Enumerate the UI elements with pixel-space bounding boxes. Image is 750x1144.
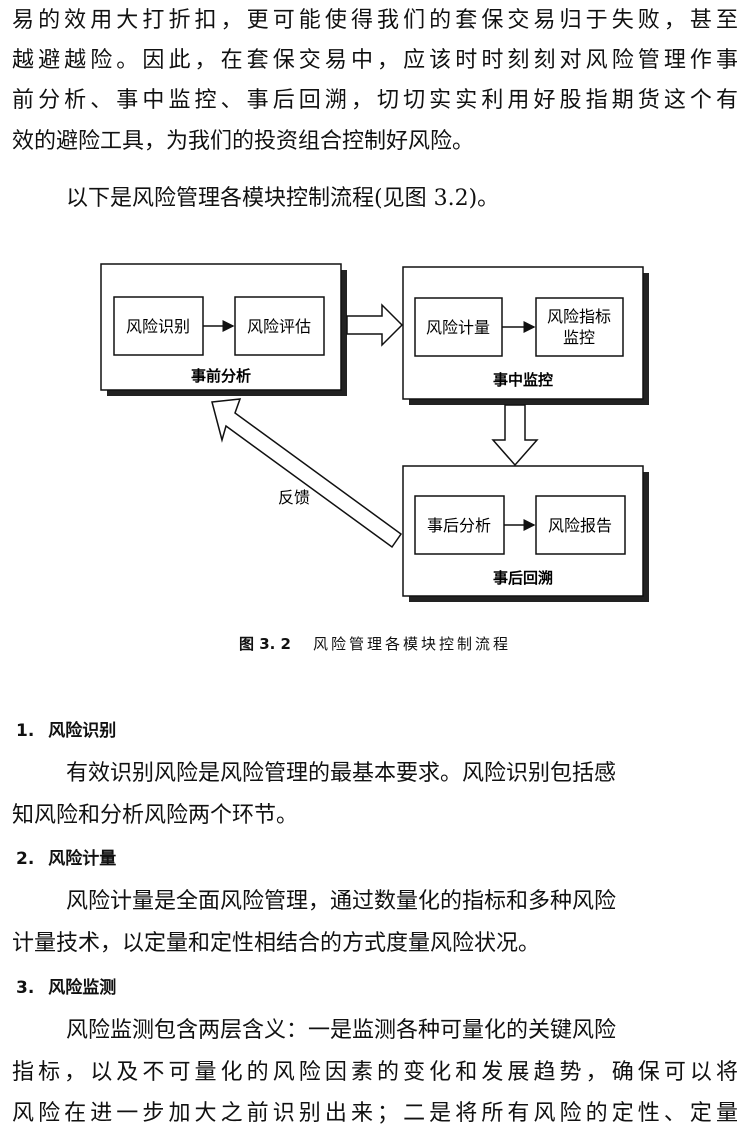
risk-assessment-box	[234, 296, 325, 356]
post-review-module: 事后分析 风险报告 事后回溯	[402, 465, 649, 602]
mid-monitor-title: 事中监控	[493, 371, 553, 389]
section-2-title: 风险计量	[48, 849, 117, 869]
mid-monitor-module: 风险计量 风险指标 监控 事中监控	[402, 266, 649, 405]
intro-line-1: 易的效用大打折扣，更可能使得我们的套保交易归于失败，甚至	[12, 8, 738, 33]
risk-indicator-label-line2: 监控	[563, 328, 595, 347]
section-1-number: 1.	[16, 721, 35, 741]
section-2-heading: 2. 风险计量	[16, 847, 116, 871]
feedback-label: 反馈	[278, 488, 310, 507]
risk-indicator-monitor-box	[535, 297, 624, 357]
section-2-line-1: 风险计量是全面风险管理，通过数量化的指标和多种风险	[66, 889, 617, 914]
risk-assessment-label: 风险评估	[247, 317, 311, 336]
intro-line-2: 越避越险。因此，在套保交易中，应该时时刻刻对风险管理作事	[12, 48, 738, 73]
mid-to-post-arrow	[491, 404, 539, 467]
pre-analysis-title: 事前分析	[191, 367, 251, 385]
post-review-title: 事后回溯	[493, 569, 553, 587]
risk-report-label: 风险报告	[548, 516, 612, 535]
section-1-line-2: 知风险和分析风险两个环节。	[12, 803, 299, 828]
figure-number: 图 3. 2	[238, 635, 291, 653]
section-1-line-1: 有效识别风险是风险管理的最基本要求。风险识别包括感	[66, 761, 617, 786]
risk-identification-box	[113, 296, 204, 356]
pre-analysis-module: 风险识别 风险评估 事前分析	[100, 263, 347, 396]
section-3-title: 风险监测	[48, 978, 117, 998]
risk-indicator-label-line1: 风险指标	[547, 307, 611, 326]
pre-to-mid-arrow	[346, 303, 404, 347]
figure-caption: 图 3. 2 风险管理各模块控制流程	[0, 633, 750, 654]
section-3-line-1: 风险监测包含两层含义：一是监测各种可量化的关键风险	[66, 1018, 617, 1043]
section-1-heading: 1. 风险识别	[16, 719, 116, 743]
section-3-number: 3.	[16, 978, 35, 998]
section-3-line-3: 风险在进一步加大之前识别出来；二是将所有风险的定性、定量	[12, 1101, 738, 1126]
post-analysis-label: 事后分析	[427, 516, 491, 535]
feedback-arrow	[211, 398, 403, 549]
section-2-line-2: 计量技术，以定量和定性相结合的方式度量风险状况。	[12, 931, 541, 956]
risk-flow-diagram: 风险识别 风险评估 事前分析 风险计量 风险指标 监控 事中监控 事后分析 风险…	[100, 263, 649, 602]
risk-report-box	[535, 495, 626, 555]
lead-in-text: 以下是风险管理各模块控制流程(见图 3.2)。	[66, 186, 500, 211]
figure-title: 风险管理各模块控制流程	[313, 635, 512, 653]
intro-line-3: 前分析、事中监控、事后回溯，切切实实利用好股指期货这个有	[12, 88, 738, 113]
section-3-heading: 3. 风险监测	[16, 976, 116, 1000]
section-3-line-2: 指标，以及不可量化的风险因素的变化和发展趋势，确保可以将	[12, 1060, 738, 1085]
section-1-title: 风险识别	[48, 721, 117, 741]
risk-identification-label: 风险识别	[126, 317, 190, 336]
risk-measurement-label: 风险计量	[426, 318, 490, 337]
risk-measurement-box	[414, 297, 503, 357]
intro-line-4: 效的避险工具，为我们的投资组合控制好风险。	[12, 129, 475, 154]
section-2-number: 2.	[16, 849, 35, 869]
